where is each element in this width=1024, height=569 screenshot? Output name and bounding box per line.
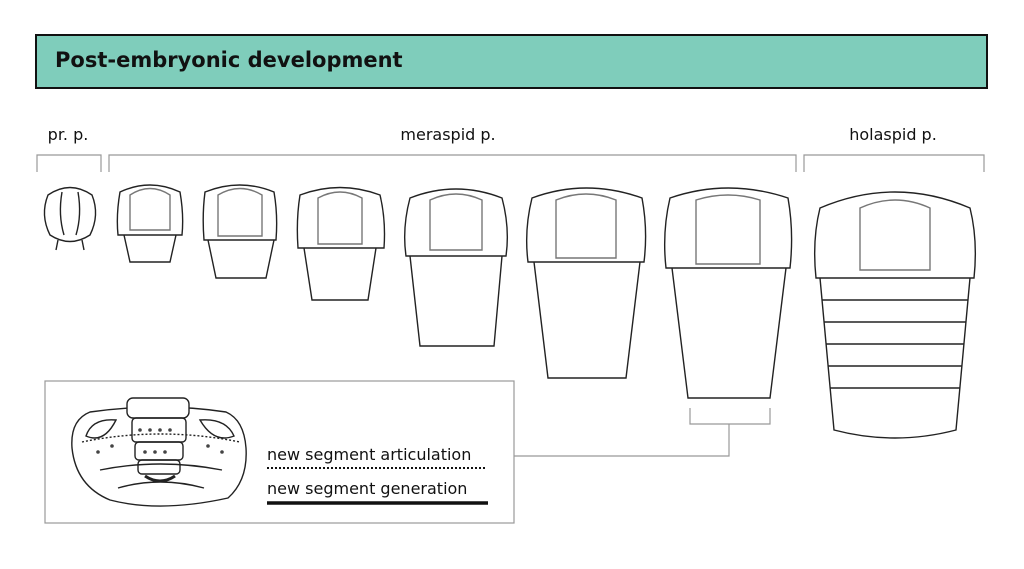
page-title: Post-embryonic development xyxy=(55,48,403,72)
bracket-holaspid xyxy=(803,154,985,172)
phase-label-protaspid: pr. p. xyxy=(47,125,89,144)
legend-connector xyxy=(514,408,771,457)
title-banner: Post-embryonic development xyxy=(35,34,988,89)
phase-label-meraspid: meraspid p. xyxy=(400,125,496,144)
phase-brackets xyxy=(36,154,985,172)
phase-label-holaspid: holaspid p. xyxy=(849,125,937,144)
legend-generation-label: new segment generation xyxy=(267,479,468,498)
legend-articulation-label: new segment articulation xyxy=(267,445,472,464)
protaspis-larva-icon xyxy=(43,186,97,251)
bracket-meraspid xyxy=(108,154,797,172)
bracket-protaspid xyxy=(36,154,102,172)
meraspis-larva-icon xyxy=(116,184,793,399)
pygidium-detail-icon xyxy=(71,397,247,507)
holaspis-adult-icon xyxy=(813,191,977,439)
